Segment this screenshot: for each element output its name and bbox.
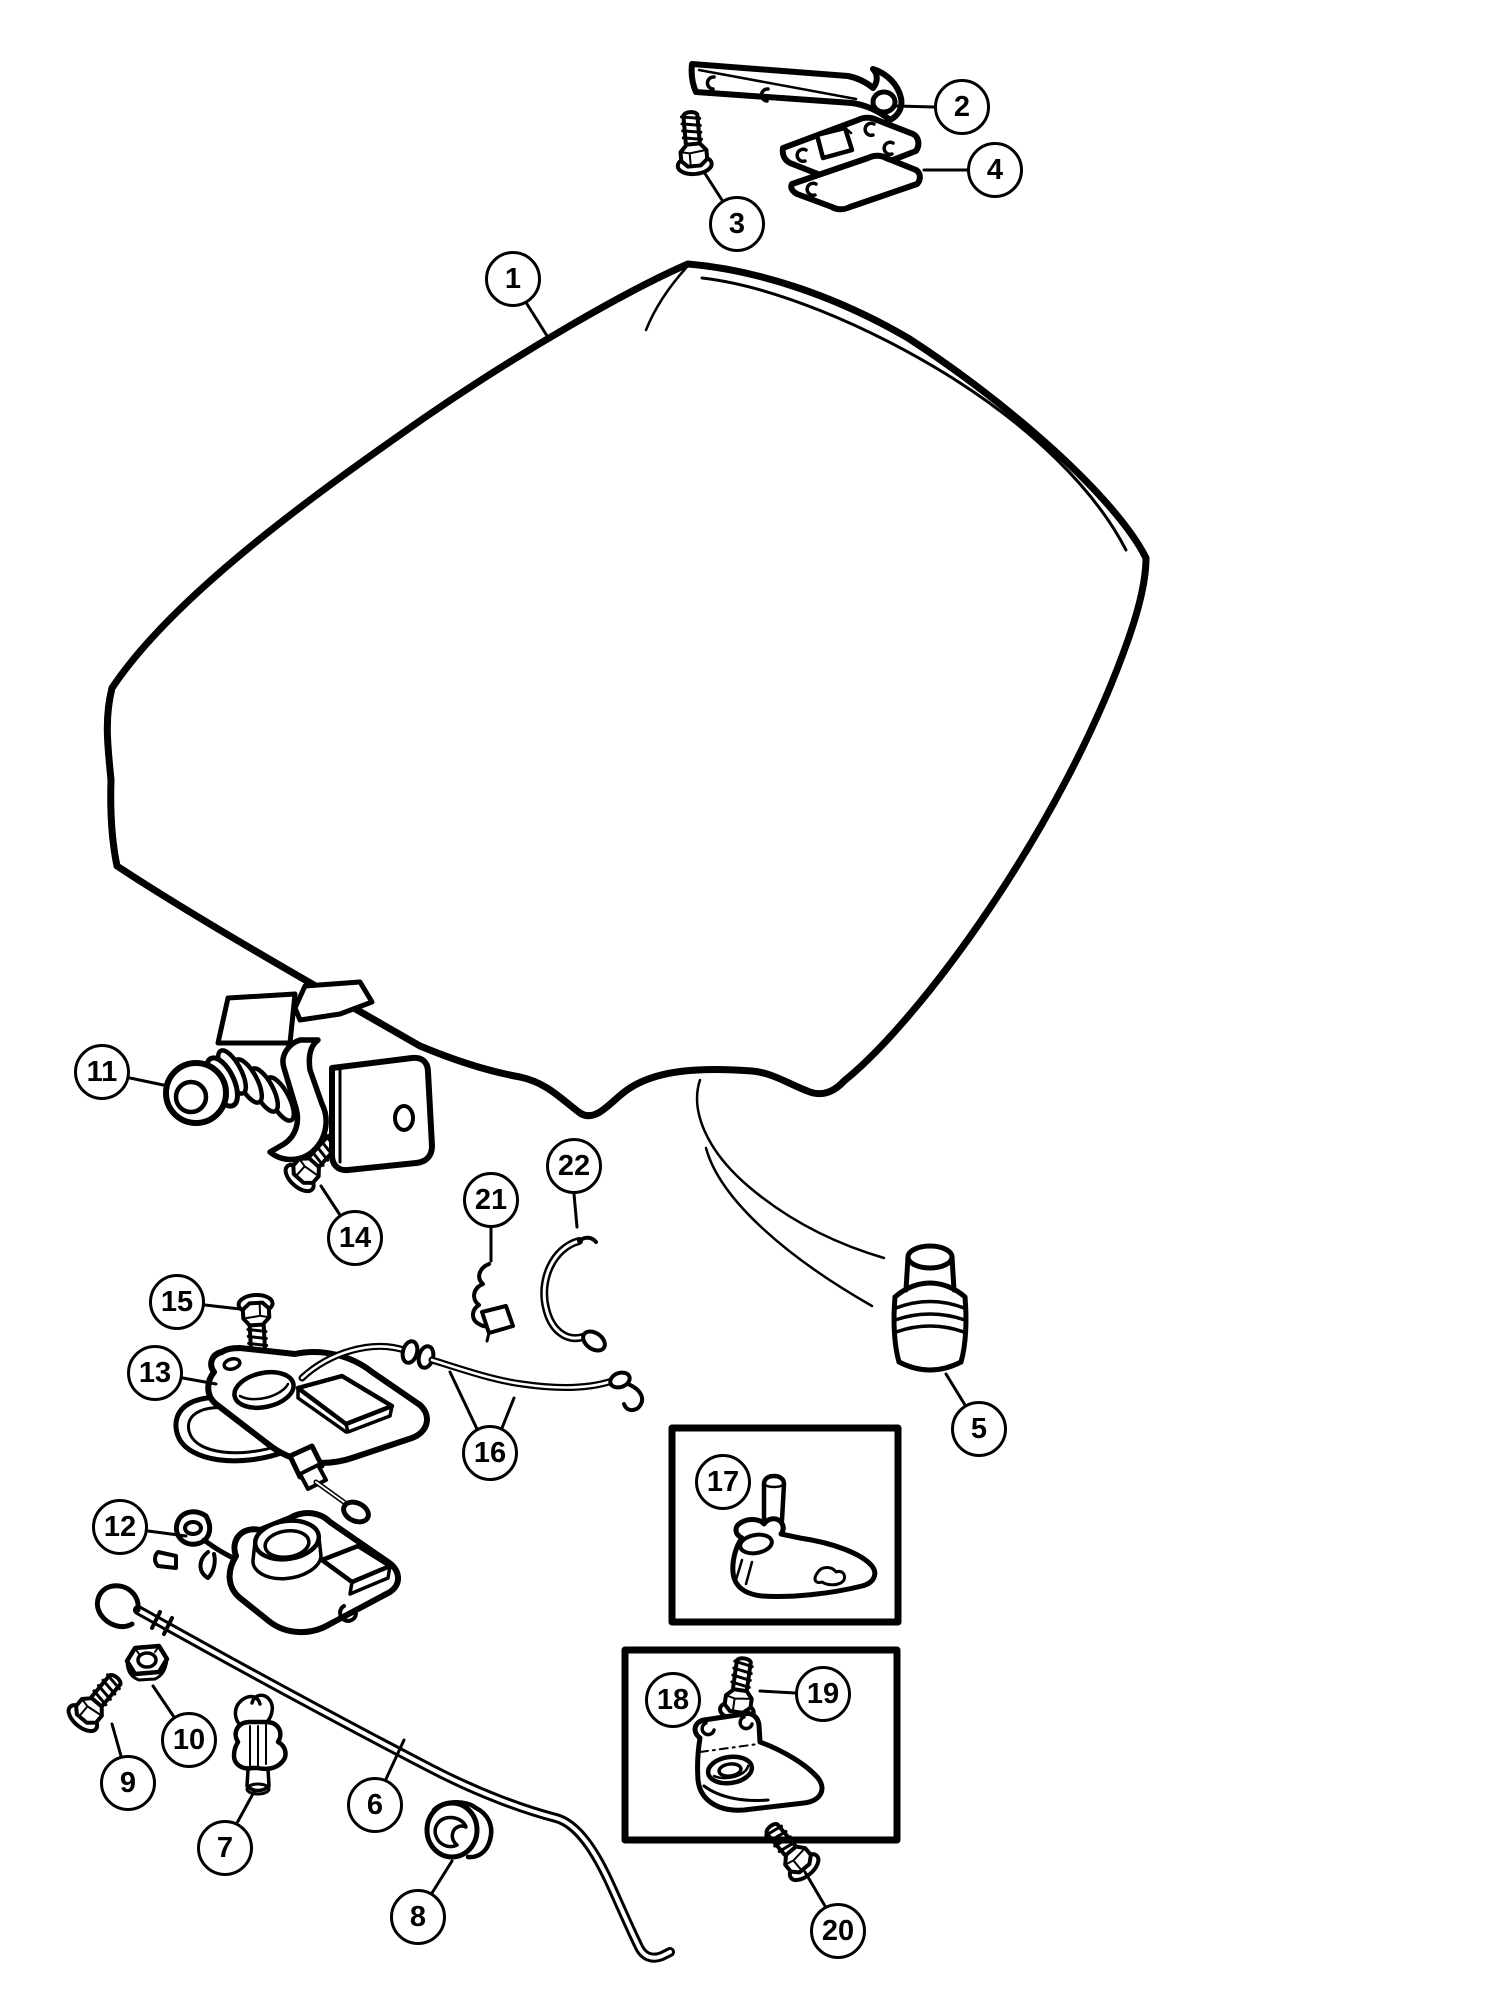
callout-1: 1 [485, 251, 541, 307]
callout-22: 22 [546, 1138, 602, 1194]
buffer-pointer-curve-1 [695, 1078, 886, 1260]
leader-line-19 [758, 1689, 797, 1695]
leader-line-11 [128, 1076, 170, 1088]
callout-7: 7 [197, 1820, 253, 1876]
callout-2: 2 [934, 79, 990, 135]
control-lever [267, 1037, 329, 1163]
callout-13: 13 [127, 1345, 183, 1401]
inset-box-17 [668, 1424, 902, 1626]
callout-8: 8 [390, 1889, 446, 1945]
leader-line-9 [110, 1722, 123, 1758]
grommet-8 [424, 1800, 494, 1860]
prop-rod [95, 1583, 675, 1963]
bolt-3 [671, 108, 715, 178]
callout-11: 11 [74, 1044, 130, 1100]
control-back-plate [215, 991, 298, 1046]
bonnet-tip-line [644, 266, 688, 332]
bonnet-buffer [891, 1243, 969, 1373]
leader-line-16 [500, 1396, 516, 1430]
callout-12: 12 [92, 1499, 148, 1555]
leader-line-10 [151, 1684, 176, 1719]
leader-line-20 [803, 1870, 827, 1908]
leader-line-13 [181, 1376, 218, 1386]
hinge-arm [688, 61, 905, 123]
control-bracket-plate [329, 1054, 435, 1174]
nut-10 [124, 1643, 170, 1682]
callout-15: 15 [149, 1274, 205, 1330]
latch-13-assembly [173, 1339, 645, 1525]
safety-catch-assembly [153, 1509, 401, 1636]
release-control-assembly [163, 979, 435, 1174]
leader-line-1 [525, 302, 551, 341]
retaining-ring-22 [540, 1235, 607, 1353]
callout-17: 17 [695, 1454, 751, 1510]
release-handle-17 [730, 1516, 878, 1600]
rod-clip-7 [231, 1693, 288, 1796]
callout-16: 16 [462, 1425, 518, 1481]
leader-line-22 [572, 1192, 579, 1229]
callout-4: 4 [967, 142, 1023, 198]
control-paddle [292, 979, 375, 1023]
callout-3: 3 [709, 196, 765, 252]
callout-14: 14 [327, 1210, 383, 1266]
leader-line-15 [203, 1303, 242, 1311]
callout-19: 19 [795, 1666, 851, 1722]
leader-line-16 [448, 1370, 479, 1431]
catch-pin [153, 1550, 178, 1570]
bonnet-panel [103, 260, 1150, 1308]
leader-line-7 [235, 1790, 256, 1825]
callout-9: 9 [100, 1755, 156, 1811]
leader-line-12 [146, 1529, 188, 1538]
catch-bracket-18 [692, 1711, 825, 1813]
hinge-packing-plate [788, 152, 923, 213]
callout-10: 10 [161, 1712, 217, 1768]
bonnet-hinge-assembly [688, 61, 923, 213]
leader-line-6 [384, 1738, 406, 1781]
leader-line-8 [430, 1859, 454, 1895]
cable-clip-21 [471, 1262, 515, 1343]
bolt-20 [755, 1813, 825, 1887]
buffer-pointer-curve-2 [704, 1146, 874, 1308]
callout-6: 6 [347, 1777, 403, 1833]
cable-end-loop [341, 1499, 371, 1525]
callout-20: 20 [810, 1903, 866, 1959]
hinge-pivot-eye [870, 89, 898, 115]
callout-5: 5 [951, 1401, 1007, 1457]
bonnet-crease-line [700, 276, 1128, 552]
leader-line-2 [894, 104, 936, 109]
latch-spring [173, 1395, 287, 1464]
callout-18: 18 [645, 1672, 701, 1728]
leader-line-5 [944, 1372, 967, 1407]
leader-lines [110, 104, 969, 1908]
leader-line-3 [702, 170, 724, 202]
callout-21: 21 [463, 1172, 519, 1228]
inset-box-18-19 [621, 1646, 901, 1844]
bolt-9 [62, 1664, 132, 1738]
leader-line-14 [319, 1184, 342, 1217]
prop-rod-hook [95, 1583, 141, 1630]
